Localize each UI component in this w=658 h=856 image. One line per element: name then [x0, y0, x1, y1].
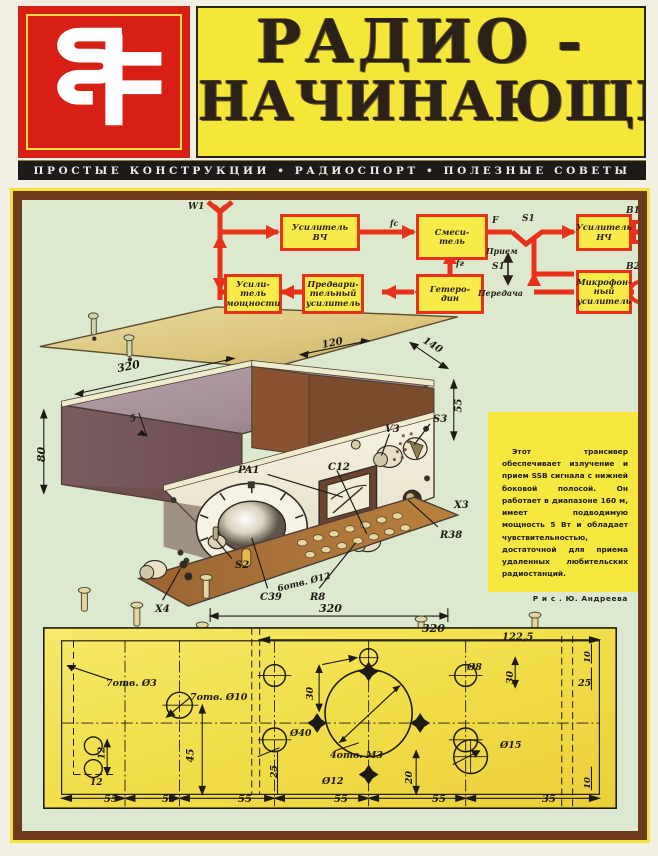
- drill-dim-left-12b: 12: [90, 778, 103, 788]
- masthead-title: РАДИО - НАЧИНАЮЩИМ: [196, 6, 646, 158]
- note-d40: Ø40: [290, 728, 312, 739]
- drill-dim-left-12a: 12: [97, 746, 108, 760]
- note-d15: Ø15: [500, 740, 522, 751]
- title-line-2: НАЧИНАЮЩИМ: [198, 69, 644, 133]
- label-s1-top: S1: [522, 214, 535, 224]
- drill-dim-30-left: 30: [305, 686, 317, 701]
- drill-dim-25-right: 25: [578, 678, 592, 689]
- drill-dim-20: 20: [404, 770, 416, 785]
- drill-plan: [42, 627, 618, 810]
- label-fc: fc: [390, 218, 399, 228]
- logo-inner-border: [26, 14, 182, 150]
- masthead: РАДИО - НАЧИНАЮЩИМ: [0, 0, 658, 158]
- label-transmit: Передача: [478, 288, 523, 298]
- masthead-subtitle-bar: ПРОСТЫЕ КОНСТРУКЦИИ • РАДИОСПОРТ • ПОЛЕЗ…: [18, 160, 646, 180]
- label-c12: C12: [328, 462, 350, 473]
- label-s2: S2: [235, 560, 250, 571]
- iso-dim-320-bottom: 320: [319, 602, 342, 615]
- logo-monogram-icon: [40, 24, 172, 140]
- technical-illustration: [22, 200, 638, 831]
- note-7holes-d10: 7отв. Ø10: [190, 692, 248, 703]
- label-pa1: PA1: [238, 465, 260, 476]
- label-c39: C39: [260, 592, 282, 603]
- block-mixer: Смеси-тель: [416, 214, 488, 260]
- label-f: F: [492, 216, 499, 226]
- radio-magazine-logo: [18, 6, 190, 158]
- caption-box: Этот трансивер обеспечивает излучение и …: [488, 412, 638, 603]
- drill-dim-30-right: 30: [505, 670, 517, 685]
- illustration-frame: 320 80 120 140 55 5 320 PA1 C12 V3 S3 R3…: [13, 191, 647, 840]
- caption-signature: Р и с . Ю. Андреева: [532, 594, 628, 604]
- label-r8: R8: [310, 592, 326, 603]
- drill-dim-10-bottom: 10: [582, 777, 593, 789]
- illustration-plate: 320 80 120 140 55 5 320 PA1 C12 V3 S3 R3…: [10, 188, 650, 843]
- label-s3: S3: [433, 414, 448, 425]
- label-b1: B1: [626, 206, 640, 216]
- drill-dim-45: 45: [185, 748, 197, 763]
- drill-dim-10-top: 10: [582, 651, 593, 663]
- drill-dim-bottom-6: 35: [542, 794, 556, 805]
- drill-dim-bottom-5: 55: [432, 794, 446, 805]
- iso-dim-55: 55: [453, 398, 465, 413]
- subtitle-text: ПРОСТЫЕ КОНСТРУКЦИИ • РАДИОСПОРТ • ПОЛЕЗ…: [33, 164, 631, 177]
- label-w1: W1: [188, 202, 205, 212]
- block-vfo: Гетеро-дин: [416, 274, 484, 314]
- block-vfo-label: Гетеро-дин: [429, 283, 471, 303]
- drill-dim-25-centre: 25: [269, 764, 281, 779]
- caption-text: Этот трансивер обеспечивает излучение и …: [502, 447, 628, 579]
- drill-dim-122-5: 122,5: [502, 632, 534, 643]
- drill-dim-bottom-2: 55: [162, 794, 176, 805]
- drill-dim-bottom-4: 55: [334, 794, 348, 805]
- label-v3: V3: [385, 424, 400, 435]
- label-x3: X3: [454, 500, 469, 511]
- top-cover-plate: [39, 306, 458, 370]
- drill-dim-bottom-3: 55: [238, 794, 252, 805]
- note-d8: Ø8: [467, 662, 482, 673]
- note-7holes-d3: 7отв. Ø3: [106, 678, 157, 689]
- label-r38: R38: [440, 530, 463, 541]
- iso-dim-80: 80: [35, 446, 49, 463]
- note-d12: Ø12: [322, 776, 344, 787]
- label-receive: Прием: [486, 246, 518, 256]
- block-mixer-label: Смеси-тель: [434, 226, 470, 246]
- label-s1-mid: S1: [492, 262, 505, 272]
- title-line-1: РАДИО -: [255, 7, 587, 77]
- drill-dim-320: 320: [422, 622, 445, 635]
- rear-board: [137, 496, 460, 607]
- drill-dim-bottom-1: 55: [104, 794, 118, 805]
- label-x4: X4: [155, 604, 170, 615]
- label-b2: B2: [626, 262, 640, 272]
- label-fg: fг: [456, 258, 464, 268]
- note-4holes-m3: 4отв. М3: [330, 750, 383, 761]
